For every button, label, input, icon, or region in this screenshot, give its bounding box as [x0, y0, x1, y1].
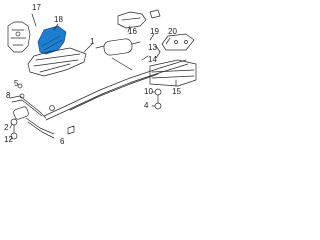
underbody-heat-shield — [27, 47, 87, 77]
callout-6: 6 — [60, 137, 65, 146]
callout-13: 13 — [148, 43, 157, 52]
callout-4: 4 — [144, 101, 149, 110]
callout-5: 5 — [14, 79, 19, 88]
callout-2: 2 — [4, 123, 9, 132]
resonator — [103, 38, 133, 56]
hanger-3 — [154, 102, 162, 110]
catalytic-converter — [13, 106, 29, 120]
callout-15: 15 — [172, 87, 181, 96]
callout-19: 19 — [150, 27, 159, 36]
rear-muffler-top — [117, 11, 147, 29]
hanger-1 — [155, 45, 161, 59]
hanger-2 — [154, 88, 162, 96]
callout-14: 14 — [148, 55, 157, 64]
exhaust-system-diagram: 17 18 1 16 19 13 14 20 5 8 2 12 6 10 4 1… — [0, 0, 200, 147]
heat-shield-highlighted — [37, 25, 67, 55]
rear-muffler — [149, 59, 197, 87]
hanger-left — [49, 105, 55, 111]
callout-18: 18 — [54, 15, 63, 24]
engine-mount-bracket — [7, 21, 31, 53]
callout-16: 16 — [128, 27, 137, 36]
callout-17: 17 — [32, 3, 41, 12]
front-pipe — [9, 95, 47, 119]
center-pipe — [43, 59, 187, 117]
callout-12: 12 — [4, 135, 13, 144]
diagram-drawing — [7, 9, 197, 141]
callout-1: 1 — [90, 37, 95, 46]
callout-20: 20 — [168, 27, 177, 36]
bracket-plate — [161, 33, 195, 51]
callout-10: 10 — [144, 87, 153, 96]
callout-8: 8 — [6, 91, 11, 100]
